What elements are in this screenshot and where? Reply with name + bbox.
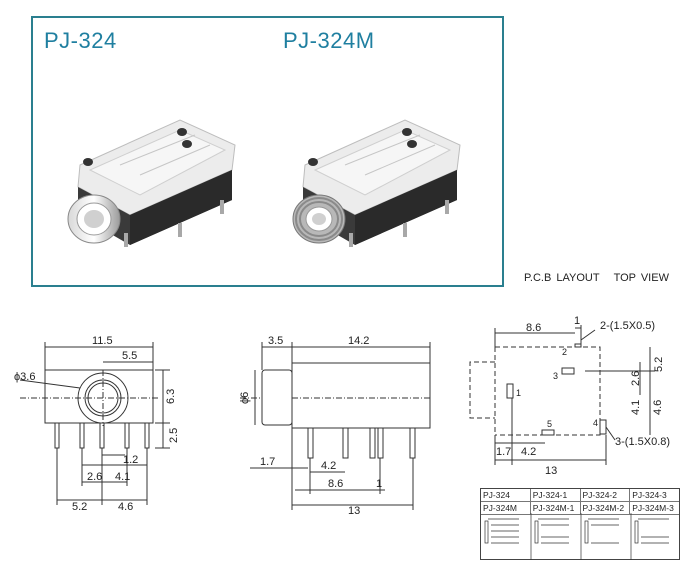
side-view-drawing: 3.5 14.2 ϕ6 1.7 4.2 8.6 1 13 bbox=[239, 335, 431, 517]
table-cell: PJ-324-3 bbox=[632, 490, 667, 500]
pcb-caption: P.C.B LAYOUT TOP VIEW bbox=[524, 272, 683, 284]
dim-side-body: 14.2 bbox=[348, 335, 369, 347]
jack-photo-pj324m bbox=[292, 119, 461, 247]
dim-pcb-toplen: 8.6 bbox=[526, 322, 541, 334]
table-cell: PJ-324M-1 bbox=[531, 502, 581, 514]
pin-config-table: PJ-324 PJ-324-1 PJ-324-2 PJ-324-3 PJ-324… bbox=[480, 488, 680, 560]
model-title-pj324: PJ-324 bbox=[44, 28, 117, 53]
dim-side-dia: ϕ6 bbox=[239, 392, 251, 404]
table-cell: PJ-324M bbox=[481, 502, 531, 514]
dim-pcb-hole-small: 2-(1.5X0.5) bbox=[600, 320, 655, 332]
jack-photo-pj324 bbox=[67, 119, 236, 247]
dim-pcb-v-c: 4.1 bbox=[630, 400, 642, 415]
table-row: PJ-324M PJ-324M-1 PJ-324M-2 PJ-324M-3 bbox=[481, 502, 679, 515]
pcb-pin-4: 4 bbox=[593, 418, 598, 428]
table-cell: PJ-324M-2 bbox=[581, 502, 631, 514]
table-cell: PJ-324M-3 bbox=[632, 503, 674, 513]
table-cell: PJ-324-2 bbox=[581, 489, 631, 501]
table-cell: PJ-324-1 bbox=[531, 489, 581, 501]
pin-schematics bbox=[484, 513, 669, 560]
dim-front-half: 5.5 bbox=[122, 350, 137, 362]
dim-side-pinspan: 8.6 bbox=[328, 478, 343, 490]
pcb-layout-drawing: 8.6 1 2-(1.5X0.5) 5.2 2.6 4.1 4.6 3-(1.5… bbox=[469, 315, 670, 477]
dim-pcb-v-b: 2.6 bbox=[630, 371, 642, 386]
dim-pcb-v-d: 4.6 bbox=[652, 400, 664, 415]
table-row: PJ-324 PJ-324-1 PJ-324-2 PJ-324-3 bbox=[481, 489, 679, 502]
dim-side-pingap: 4.2 bbox=[321, 460, 336, 472]
pcb-pin-5: 5 bbox=[547, 419, 552, 429]
dim-front-bottom-a: 5.2 bbox=[72, 501, 87, 513]
dim-side-nose: 3.5 bbox=[268, 335, 283, 347]
dim-front-width: 11.5 bbox=[92, 335, 113, 347]
dim-front-pitch-c: 4.1 bbox=[115, 471, 130, 483]
dim-pcb-v-a: 5.2 bbox=[653, 357, 665, 372]
dim-side-total: 13 bbox=[348, 505, 360, 517]
top-view-label: TOP VIEW bbox=[613, 272, 669, 284]
pcb-pin-1: 1 bbox=[516, 388, 521, 398]
front-view-drawing: 11.5 5.5 ϕ3.6 6.3 2.5 1.2 2.6 4.1 5.2 4.… bbox=[14, 335, 180, 513]
dim-front-pinlen: 2.5 bbox=[168, 428, 180, 443]
dim-front-bottom-b: 4.6 bbox=[118, 501, 133, 513]
pcb-pin-2: 2 bbox=[562, 347, 567, 357]
dim-side-offset: 1.7 bbox=[260, 456, 275, 468]
dim-front-pitch-a: 1.2 bbox=[123, 454, 138, 466]
dim-pcb-bottom-b: 4.2 bbox=[521, 446, 536, 458]
pcb-pin-3: 3 bbox=[553, 371, 558, 381]
dim-front-bore: ϕ3.6 bbox=[14, 371, 35, 383]
dim-pcb-bottom-a: 1.7 bbox=[496, 446, 511, 458]
dim-side-pinstep: 1 bbox=[376, 478, 382, 490]
dim-front-pitch-b: 2.6 bbox=[87, 471, 102, 483]
dim-pcb-total: 13 bbox=[545, 465, 557, 477]
table-cell: PJ-324 bbox=[481, 489, 531, 501]
dim-front-height: 6.3 bbox=[165, 389, 177, 404]
pcb-layout-label: P.C.B LAYOUT bbox=[524, 272, 600, 284]
dim-pcb-topstep: 1 bbox=[574, 315, 580, 327]
dim-pcb-hole-large: 3-(1.5X0.8) bbox=[615, 436, 670, 448]
model-title-pj324m: PJ-324M bbox=[283, 28, 375, 53]
